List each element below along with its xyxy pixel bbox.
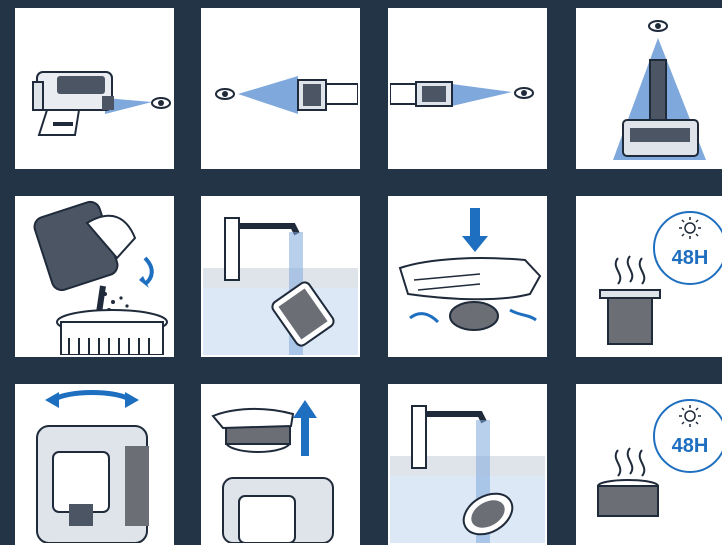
step-dry-pre-filter-48h: 48H [576,384,722,545]
dry-pre-filter-48h-icon: 48H [578,386,722,543]
dry-time-badge: 48H [672,435,709,457]
vacuum-inspect-eye-icon [17,10,172,167]
step-rinse-filter [201,196,360,357]
rinse-filter-under-tap-icon [203,198,358,355]
dry-filter-48h-icon: 48H [578,198,722,355]
empty-dust-bin-icon [17,198,172,355]
wand-tube-inspect-eye-icon [390,10,545,167]
step-empty-bin [15,196,174,357]
step-twist-cyclone [15,384,174,545]
wand-tube-inspect-eye-icon [203,10,358,167]
step-rinse-pre-filter [388,384,547,545]
step-lift-pre-filter [201,384,360,545]
rinse-pre-filter-under-tap-icon [390,386,545,543]
floor-head-inspect-eye-icon [578,10,722,167]
lift-out-pre-filter-icon [203,386,358,543]
step-inspect-vacuum-body [15,8,174,169]
dry-time-badge: 48H [672,247,709,269]
step-inspect-wand-front [201,8,360,169]
step-press-filter [388,196,547,357]
step-inspect-floor-head [576,8,722,169]
step-inspect-wand-back [388,8,547,169]
press-filter-dry-icon [390,198,545,355]
twist-remove-cyclone-icon [17,386,172,543]
step-dry-filter-48h: 48H [576,196,722,357]
